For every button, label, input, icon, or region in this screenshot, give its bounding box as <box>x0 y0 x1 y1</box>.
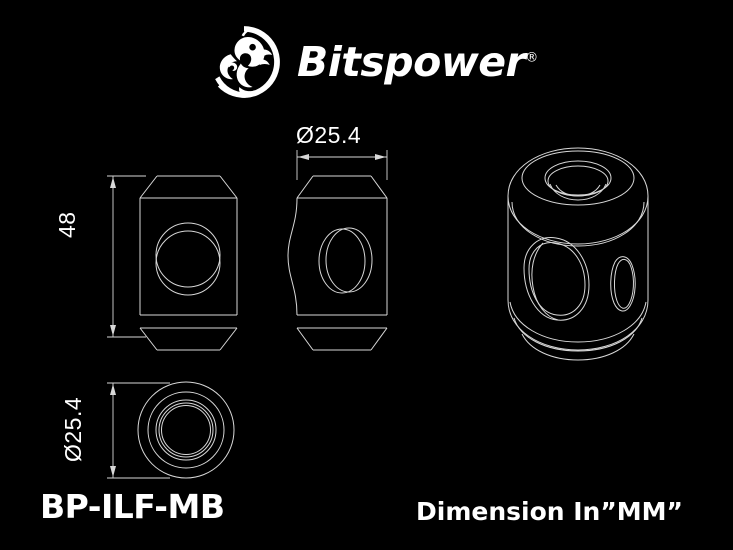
brand-wordmark: Bitspower® <box>297 41 538 83</box>
part-number-label: BP-ILF-MB <box>40 487 225 526</box>
registered-trademark-icon: ® <box>525 49 538 65</box>
dimension-label-diameter-top: Ø25.4 <box>296 122 362 148</box>
bitspower-dragon-logo-icon <box>215 26 280 98</box>
isometric-3d-view <box>507 147 649 361</box>
unit-note-label: Dimension In”MM” <box>416 497 683 526</box>
front-elevation-view <box>139 175 238 351</box>
dimension-label-diameter-bottom: Ø25.4 <box>60 396 86 462</box>
dimension-diameter-bottom <box>107 382 170 479</box>
dimension-height-48 <box>107 175 146 338</box>
dimension-label-height: 48 <box>54 211 80 238</box>
side-elevation-view <box>287 175 388 351</box>
top-plan-view <box>137 381 235 479</box>
brand-header: Bitspower® <box>205 24 538 100</box>
brand-name-text: Bitspower <box>297 37 526 86</box>
dimension-diameter-top <box>296 150 388 180</box>
